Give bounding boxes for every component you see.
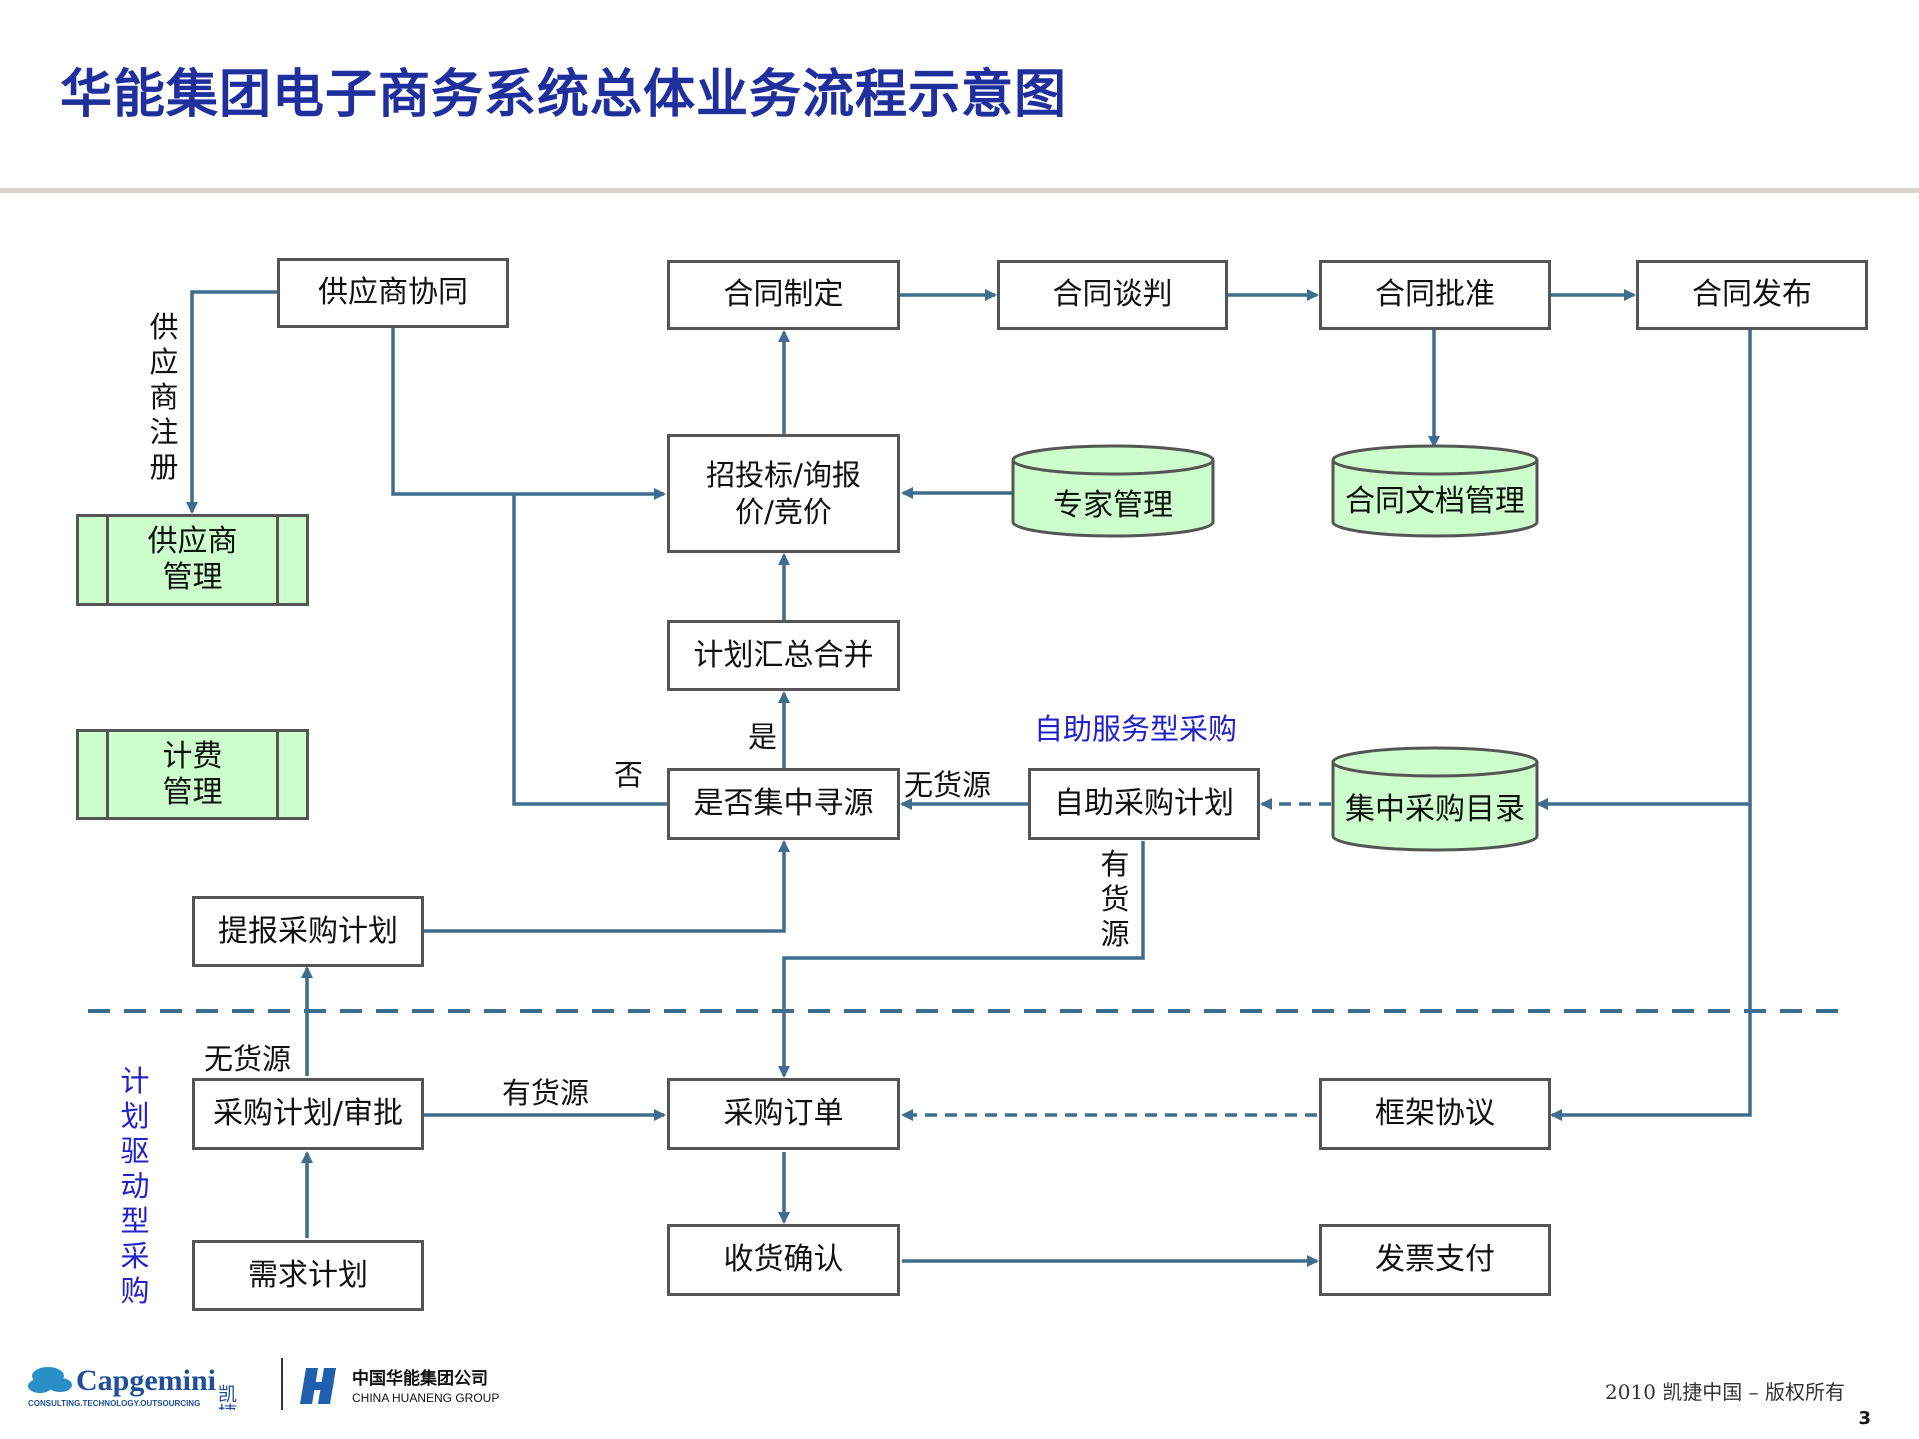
node-plan-merge: 计划汇总合并 [667,620,900,691]
node-supplier-mgmt: 供应商管理 [76,514,309,606]
node-contract-publish: 合同发布 [1636,260,1868,330]
node-receipt: 收货确认 [667,1224,900,1296]
supplier-mgmt-bar-left [106,517,109,603]
node-bidding-label: 招投标/询报价/竞价 [706,458,861,529]
capgemini-cn-wordmark: 凯捷 [215,1384,237,1410]
title-divider [0,188,1919,193]
arrow-submit-to-central [424,840,790,933]
node-central-source: 是否集中寻源 [667,768,900,840]
page-title: 华能集团电子商务系统总体业务流程示意图 [60,65,1068,125]
huaneng-en-wordmark: CHINA HUANENG GROUP [352,1391,499,1405]
node-framework: 框架协议 [1319,1078,1551,1150]
arrow-collab-to-bidding [391,328,666,500]
label-plan-driven: 计划驱动型采购 [120,1064,150,1308]
capgemini-wordmark: Capgemini [76,1364,216,1397]
node-contract-negotiate: 合同谈判 [997,260,1228,330]
node-invoice: 发票支付 [1319,1224,1551,1296]
page-number: 3 [1858,1408,1871,1429]
capgemini-logo: Capgemini CONSULTING.TECHNOLOGY.OUTSOURC… [28,1364,237,1410]
central-catalog-cylinder [1331,746,1539,852]
node-bidding: 招投标/询报价/竞价 [667,434,900,553]
huaneng-logo: 中国华能集团公司 CHINA HUANENG GROUP [300,1368,499,1405]
node-billing-mgmt-label: 计费管理 [162,738,223,810]
supplier-mgmt-bar-right [276,517,279,603]
arrow-selfplan-to-order [778,841,1145,1078]
label-no-source-1: 无货源 [904,768,992,802]
node-contract-approve: 合同批准 [1319,260,1551,330]
footer-separator [281,1358,283,1410]
node-billing-mgmt: 计费管理 [76,729,309,820]
expert-mgmt-cylinder [1011,444,1215,538]
huaneng-cn-wordmark: 中国华能集团公司 [352,1368,488,1389]
node-plan-approve: 采购计划/审批 [192,1078,424,1150]
arrow-no-to-bidding [512,494,668,806]
node-purchase-order: 采购订单 [667,1078,900,1150]
node-self-plan: 自助采购计划 [1028,768,1260,840]
contract-doc-cylinder [1331,444,1539,538]
node-supplier-collab: 供应商协同 [277,258,509,328]
node-submit-plan: 提报采购计划 [192,896,424,967]
label-has-source-1: 有货源 [1100,847,1130,951]
billing-mgmt-bar-right [276,732,279,817]
node-contract-draft: 合同制定 [667,260,900,330]
label-supplier-reg: 供应商注册 [149,310,179,484]
label-yes: 是 [748,720,778,754]
node-expert-mgmt-label: 专家管理 [1053,488,1173,523]
node-contract-doc-label: 合同文档管理 [1345,484,1525,519]
arrow-publish-to-framework [1550,804,1752,1121]
footer-copyright: 2010 凯捷中国 – 版权所有 [1605,1380,1845,1404]
label-has-source-2: 有货源 [502,1076,590,1110]
label-no: 否 [614,758,644,792]
billing-mgmt-bar-left [106,732,109,817]
node-central-catalog-label: 集中采购目录 [1345,792,1525,827]
arrow-collab-to-supplier-mgmt [186,290,278,514]
label-no-source-2: 无货源 [204,1042,292,1076]
arrow-publish-to-catalog [1536,330,1752,810]
node-demand-plan: 需求计划 [192,1240,424,1311]
label-self-service: 自助服务型采购 [1034,712,1238,746]
node-supplier-mgmt-label: 供应商管理 [147,524,238,595]
capgemini-tagline: CONSULTING.TECHNOLOGY.OUTSOURCING [28,1399,200,1408]
